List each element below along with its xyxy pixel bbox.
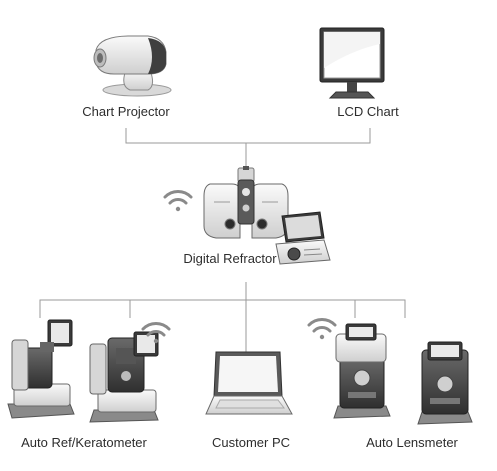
lensmeter-icon	[333, 323, 391, 419]
wifi-icon	[163, 190, 193, 212]
projector-icon	[93, 35, 172, 97]
phoropter-icon	[203, 166, 289, 239]
wifi-icon	[307, 318, 337, 340]
chart-projector-label: Chart Projector	[82, 104, 170, 119]
auto-ref-keratometer-label: Auto Ref/Keratometer	[21, 435, 147, 450]
tablet-controller-icon	[275, 211, 331, 265]
customer-pc-label: Customer PC	[211, 435, 291, 450]
autorefractor-icon	[7, 319, 75, 419]
lcd-chart-label: LCD Chart	[337, 104, 399, 119]
auto-lensmeter-label: Auto Lensmeter	[366, 435, 458, 450]
top-bracket-line	[125, 128, 371, 144]
keratometer-icon	[89, 331, 159, 423]
bottom-bracket-line	[39, 299, 406, 318]
connector-lines	[39, 128, 406, 352]
wifi-icon	[141, 322, 171, 344]
laptop-icon	[205, 351, 293, 415]
digital-refractor-label: Digital Refractor	[183, 251, 277, 266]
monitor-icon	[319, 27, 385, 99]
lensmeter-icon	[417, 341, 473, 425]
